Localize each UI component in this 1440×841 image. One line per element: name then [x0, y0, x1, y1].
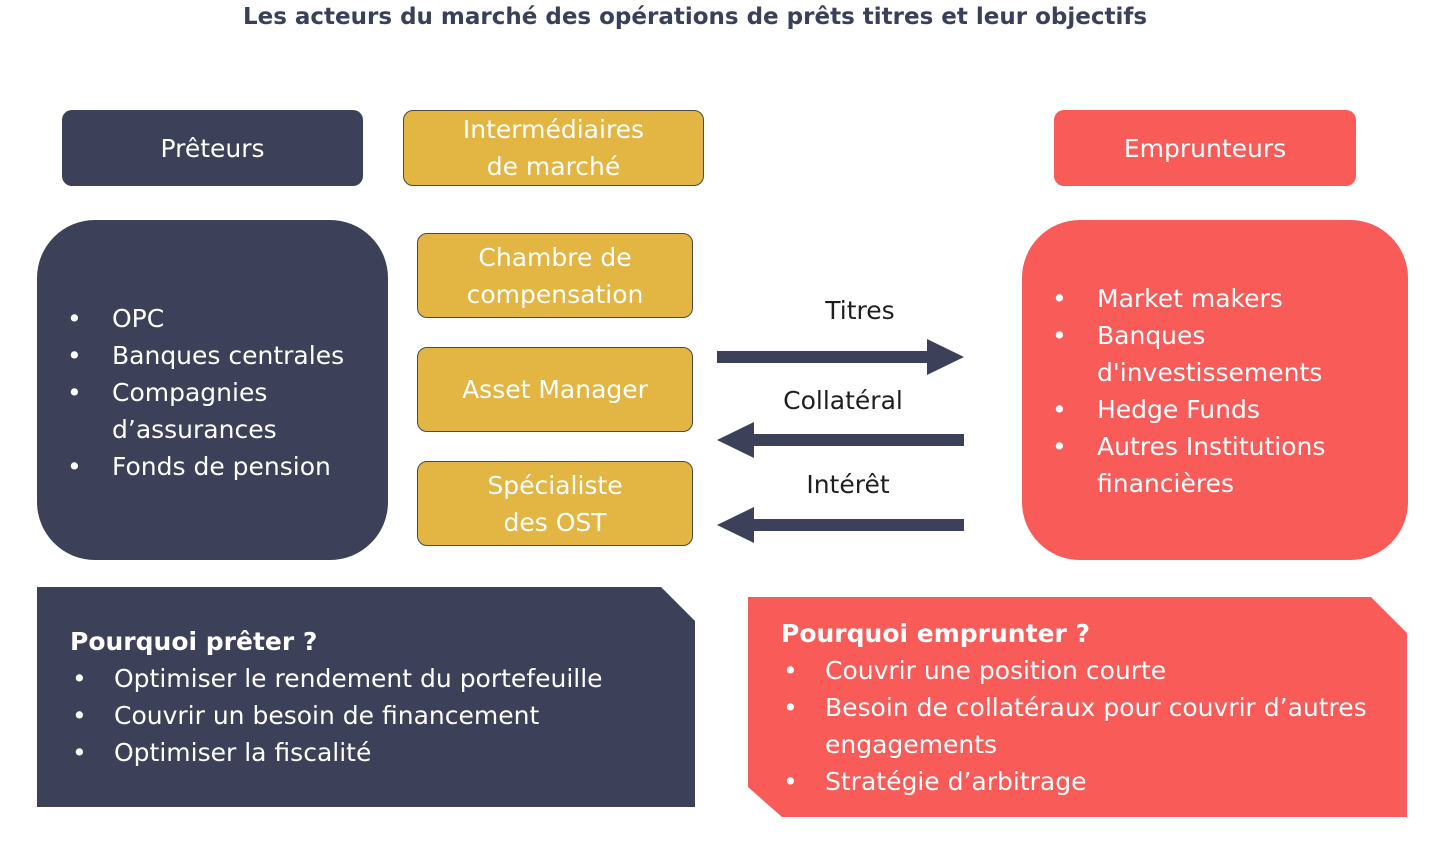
preteurs-box: OPC Banques centrales Compagnies d’assur… [37, 220, 388, 560]
flow-label-interet: Intérêt [806, 470, 890, 499]
intermediaire-box: Chambre de compensation [417, 233, 693, 318]
preteurs-header: Prêteurs [62, 110, 363, 186]
pourquoi-emprunter-item: Stratégie d’arbitrage [781, 763, 1387, 800]
emprunteurs-list: Market makers Banques d'investissements … [1022, 280, 1408, 502]
intermediaire-box: Spécialiste des OST [417, 461, 693, 546]
pourquoi-preter-item: Couvrir un besoin de financement [70, 697, 695, 734]
emprunteur-item: Banques d'investissements [1022, 317, 1408, 391]
pourquoi-preter-title: Pourquoi prêter ? [70, 627, 318, 656]
pourquoi-preter-list: Optimiser le rendement du portefeuille C… [70, 660, 695, 771]
preteur-item: OPC [37, 300, 388, 337]
flow-label-titres: Titres [825, 296, 895, 325]
intermediaire-box: Asset Manager [417, 347, 693, 432]
arrow-left-icon [717, 422, 964, 458]
pourquoi-emprunter-title: Pourquoi emprunter ? [781, 619, 1091, 648]
pourquoi-emprunter-box: Pourquoi emprunter ? Couvrir une positio… [748, 597, 1407, 817]
pourquoi-emprunter-list: Couvrir une position courte Besoin de co… [781, 652, 1387, 800]
preteur-item: Fonds de pension [37, 448, 388, 485]
arrow-right-icon [717, 339, 964, 375]
preteurs-list: OPC Banques centrales Compagnies d’assur… [37, 300, 388, 485]
pourquoi-preter-box: Pourquoi prêter ? Optimiser le rendement… [37, 587, 695, 807]
preteur-item: Banques centrales [37, 337, 388, 374]
pourquoi-preter-item: Optimiser le rendement du portefeuille [70, 660, 695, 697]
intermediaires-header: Intermédiaires de marché [403, 110, 704, 186]
diagram-title: Les acteurs du marché des opérations de … [242, 4, 1148, 30]
emprunteur-item: Hedge Funds [1022, 391, 1408, 428]
emprunteur-item: Market makers [1022, 280, 1408, 317]
pourquoi-preter-item: Optimiser la fiscalité [70, 734, 695, 771]
emprunteur-item: Autres Institutions financières [1022, 428, 1408, 502]
pourquoi-emprunter-item: Couvrir une position courte [781, 652, 1387, 689]
pourquoi-emprunter-item: Besoin de collatéraux pour couvrir d’aut… [781, 689, 1387, 763]
emprunteurs-header: Emprunteurs [1054, 110, 1356, 186]
flow-label-collateral: Collatéral [783, 386, 903, 415]
arrow-left-icon [717, 507, 964, 543]
emprunteurs-box: Market makers Banques d'investissements … [1022, 220, 1408, 560]
preteur-item: Compagnies d’assurances [37, 374, 388, 448]
